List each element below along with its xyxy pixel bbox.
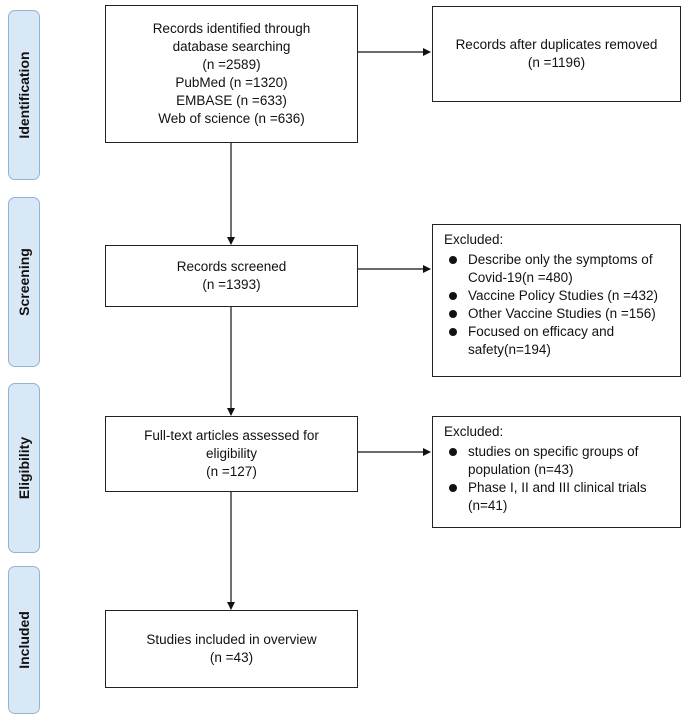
excluded-screening-title: Excluded: (444, 232, 504, 247)
excluded-eligibility-title: Excluded: (444, 424, 504, 439)
excluded-screening-item: Focused on efficacy and safety(n=194) (444, 323, 670, 359)
identified-web-of-science: Web of science (n =636) (158, 111, 305, 126)
excluded-eligibility-item: studies on specific groups of population… (444, 443, 670, 479)
identified-total: (n =2589) (202, 57, 261, 72)
phase-eligibility-label: Eligibility (16, 436, 32, 500)
phase-identification: Identification (8, 10, 40, 180)
screened-line-1: Records screened (176, 259, 287, 274)
excluded-screening-box: Excluded: Describe only the symptoms of … (432, 224, 681, 377)
fulltext-count: (n =127) (206, 464, 257, 479)
screened-count: (n =1393) (202, 277, 261, 292)
phase-included-label: Included (16, 611, 32, 669)
identified-line-2: database searching (172, 39, 291, 54)
fulltext-line-1: Full-text articles assessed for (144, 428, 319, 443)
fulltext-assessed-box: Full-text articles assessed for eligibil… (105, 416, 358, 492)
excluded-eligibility-list: studies on specific groups of population… (444, 443, 670, 515)
duplicates-line-1: Records after duplicates removed (455, 37, 658, 52)
fulltext-line-2: eligibility (205, 446, 258, 461)
identified-pubmed: PubMed (n =1320) (175, 75, 288, 90)
excluded-eligibility-item: Phase I, II and III clinical trials (n=4… (444, 479, 670, 515)
excluded-screening-list: Describe only the symptoms of Covid-19(n… (444, 251, 670, 359)
included-line-1: Studies included in overview (146, 632, 317, 647)
records-screened-box: Records screened (n =1393) (105, 245, 358, 307)
studies-included-box: Studies included in overview (n =43) (105, 610, 358, 688)
excluded-screening-item: Vaccine Policy Studies (n =432) (444, 287, 670, 305)
phase-included: Included (8, 566, 40, 714)
duplicates-count: (n =1196) (527, 55, 586, 70)
excluded-eligibility-box: Excluded: studies on specific groups of … (432, 416, 681, 528)
phase-eligibility: Eligibility (8, 383, 40, 553)
phase-screening: Screening (8, 197, 40, 367)
identified-line-1: Records identified through (152, 21, 311, 36)
duplicates-removed-box: Records after duplicates removed (n =119… (432, 6, 681, 102)
phase-identification-label: Identification (16, 51, 32, 139)
phase-screening-label: Screening (16, 248, 32, 316)
included-count: (n =43) (209, 650, 254, 665)
identified-embase: EMBASE (n =633) (176, 93, 287, 108)
excluded-screening-item: Describe only the symptoms of Covid-19(n… (444, 251, 670, 287)
excluded-screening-item: Other Vaccine Studies (n =156) (444, 305, 670, 323)
records-identified-box: Records identified through database sear… (105, 5, 358, 143)
